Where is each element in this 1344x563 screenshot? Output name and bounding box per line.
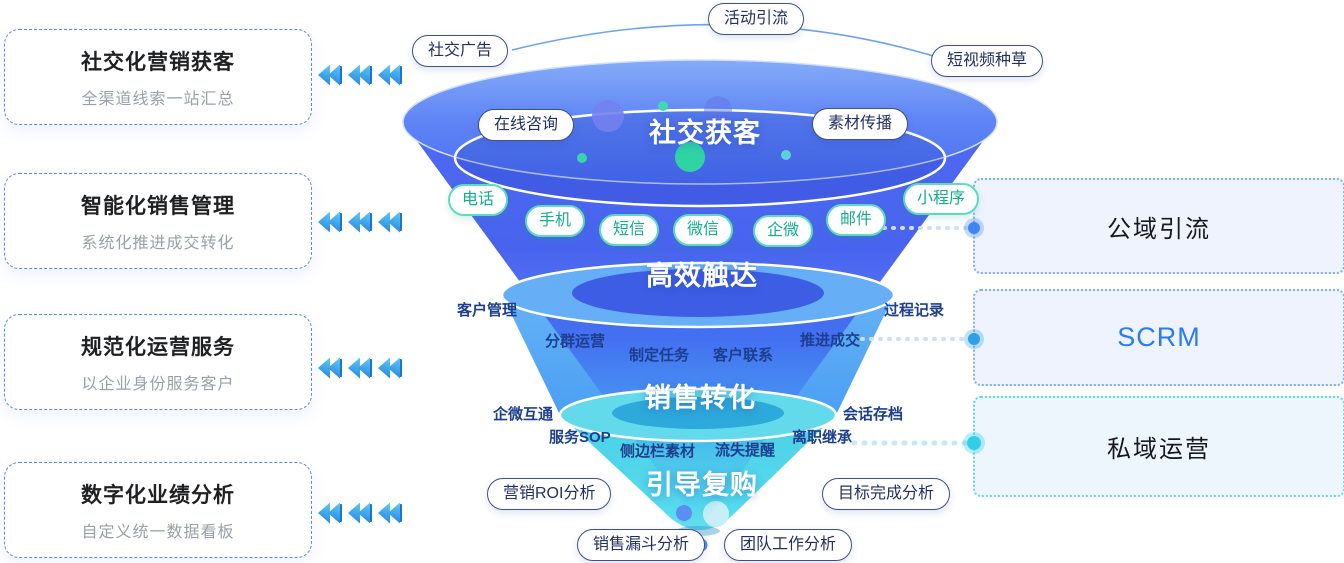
stage-title-conversion: 销售转化 — [644, 383, 756, 413]
label-resign-inherit: 离职继承 — [792, 429, 853, 446]
pill-marketing-roi-analysis: 营销ROI分析 — [487, 478, 612, 510]
feature-subtitle: 全渠道线索一站汇总 — [81, 90, 235, 108]
stage-title-acquisition: 社交获客 — [649, 118, 761, 148]
pill-online-consult: 在线咨询 — [478, 109, 575, 141]
feature-card-analysis: 数字化业绩分析 自定义统一数据看板 — [4, 462, 312, 558]
pill-event-traffic: 活动引流 — [708, 3, 805, 35]
rewind-arrow-icon — [348, 64, 372, 86]
pill-material-spread: 素材传播 — [812, 108, 909, 140]
rewind-arrow-icon — [378, 211, 402, 233]
label-process-record: 过程记录 — [884, 302, 945, 319]
bubble — [658, 101, 668, 111]
stage-title-repurchase: 引导复购 — [646, 470, 758, 500]
pill-social-ads: 社交广告 — [412, 35, 509, 67]
rewind-arrow-icon — [378, 357, 402, 379]
summary-card-private-ops: 私域运营 — [973, 396, 1344, 497]
summary-card-scrm: SCRM — [973, 289, 1344, 386]
channel-pill-mini-program: 小程序 — [903, 183, 980, 215]
bubble — [592, 100, 624, 132]
channel-pill-wechat: 微信 — [673, 214, 734, 246]
cup-bubble — [676, 505, 692, 521]
pill-team-work-analysis: 团队工作分析 — [724, 529, 853, 561]
label-sidebar-material: 侧边栏素材 — [620, 443, 696, 460]
rewind-arrow-icon — [348, 357, 372, 379]
channel-pill-phone: 电话 — [448, 184, 509, 216]
rewind-arrow-icon — [318, 357, 342, 379]
feature-title: 数字化业绩分析 — [81, 483, 235, 507]
rewind-arrow-icon — [348, 211, 372, 233]
channel-pill-sms: 短信 — [599, 214, 660, 246]
flow-arrows-2 — [318, 211, 402, 233]
label-wecom-interop: 企微互通 — [493, 406, 554, 423]
rewind-arrow-icon — [318, 502, 342, 524]
label-chat-archive: 会话存档 — [843, 406, 904, 423]
flow-arrows-3 — [318, 357, 402, 379]
channel-pill-email: 邮件 — [826, 204, 887, 236]
feature-title: 社交化营销获客 — [81, 50, 235, 74]
bubble — [577, 153, 587, 163]
label-customer-contact: 客户联系 — [713, 347, 774, 364]
feature-title: 规范化运营服务 — [81, 335, 235, 359]
channel-pill-mobile: 手机 — [525, 205, 586, 237]
label-service-sop: 服务SOP — [549, 429, 611, 446]
flow-arrows-1 — [318, 64, 402, 86]
feature-subtitle: 系统化推进成交转化 — [81, 234, 235, 252]
feature-card-sales: 智能化销售管理 系统化推进成交转化 — [4, 173, 312, 269]
feature-card-service: 规范化运营服务 以企业身份服务客户 — [4, 314, 312, 410]
bubble — [781, 150, 791, 160]
rewind-arrow-icon — [348, 502, 372, 524]
feature-subtitle: 自定义统一数据看板 — [81, 523, 235, 541]
label-group-operation: 分群运营 — [545, 333, 606, 350]
channel-pill-wecom: 企微 — [753, 215, 814, 247]
label-deal-advance: 推进成交 — [800, 332, 861, 349]
rewind-arrow-icon — [318, 64, 342, 86]
label-task-assign: 制定任务 — [629, 347, 690, 364]
funnel-section-mid — [502, 295, 894, 441]
pill-sales-funnel-analysis: 销售漏斗分析 — [577, 529, 706, 561]
rewind-arrow-icon — [318, 211, 342, 233]
cup-bubble — [703, 501, 729, 527]
stage-title-reach: 高效触达 — [646, 261, 758, 291]
feature-title: 智能化销售管理 — [81, 194, 235, 218]
flow-arrows-4 — [318, 502, 402, 524]
feature-card-acquisition: 社交化营销获客 全渠道线索一站汇总 — [4, 29, 312, 125]
pill-short-video: 短视频种草 — [931, 45, 1044, 77]
label-churn-alert: 流失提醒 — [715, 442, 776, 459]
rewind-arrow-icon — [378, 64, 402, 86]
summary-card-public-traffic: 公域引流 — [973, 178, 1344, 274]
feature-subtitle: 以企业身份服务客户 — [81, 375, 235, 393]
pill-goal-completion-analysis: 目标完成分析 — [822, 478, 951, 510]
rewind-arrow-icon — [378, 502, 402, 524]
label-customer-management: 客户管理 — [457, 302, 518, 319]
